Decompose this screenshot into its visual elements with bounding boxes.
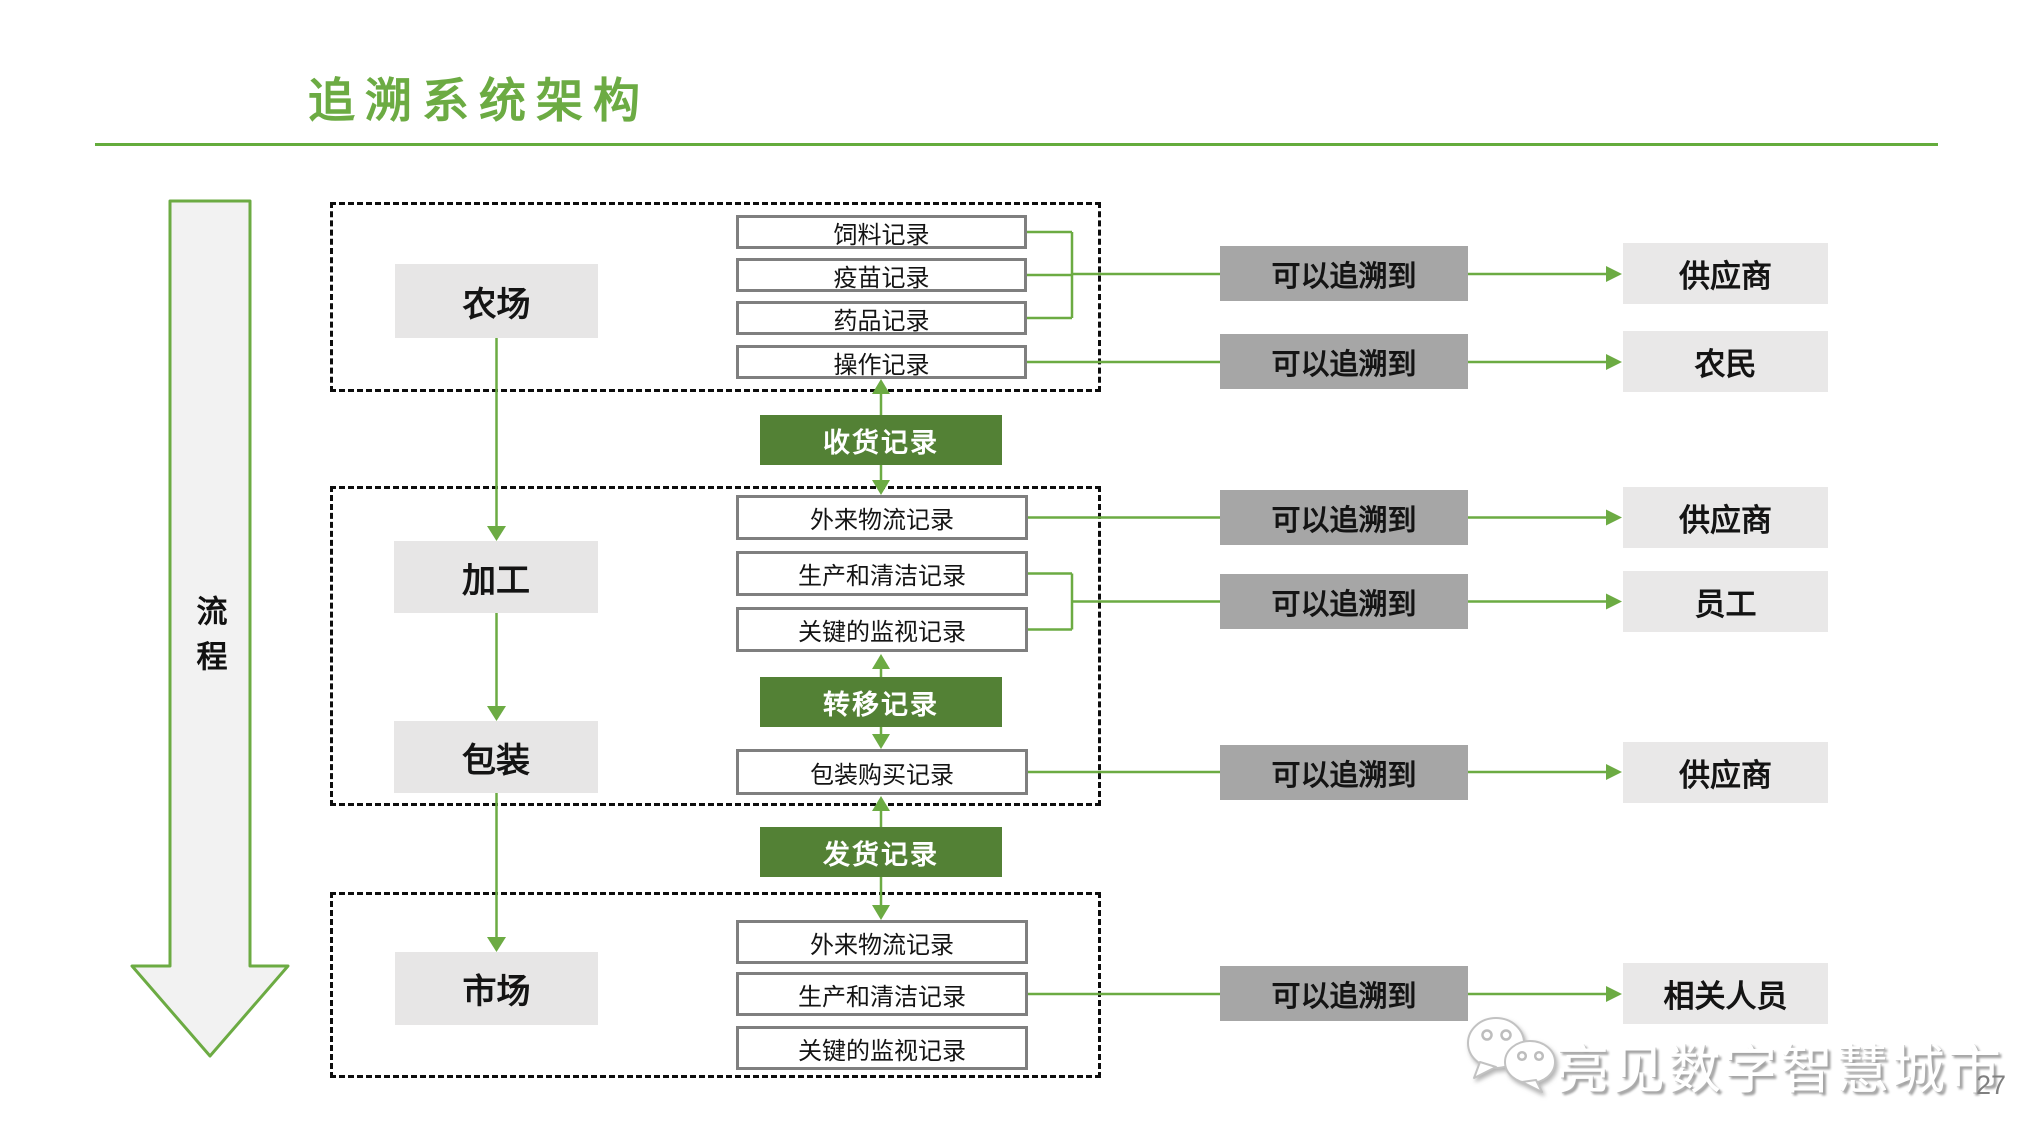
stage-farm: 农场	[395, 264, 598, 338]
stage-packaging: 包装	[394, 721, 598, 793]
processing-stage-container	[330, 486, 1101, 806]
link-receiving-record: 收货记录	[760, 415, 1002, 465]
wechat-logo-icon	[1467, 1017, 1556, 1093]
watermark-text: 亮见数字智慧城市	[1556, 1041, 2004, 1100]
record-inbound-logistics-2: 外来物流记录	[736, 920, 1028, 964]
record-operation: 操作记录	[736, 345, 1027, 379]
trace-box-4: 可以追溯到	[1220, 574, 1468, 629]
trace-box-6: 可以追溯到	[1220, 966, 1468, 1021]
target-related-personnel: 相关人员	[1623, 963, 1828, 1024]
trace-box-2: 可以追溯到	[1220, 334, 1468, 389]
stage-processing: 加工	[394, 541, 598, 613]
target-supplier-2: 供应商	[1623, 487, 1828, 548]
stage-market: 市场	[395, 952, 598, 1025]
trace-box-5: 可以追溯到	[1220, 745, 1468, 800]
process-flow-label: 流程	[191, 595, 227, 685]
record-packaging-purchase: 包装购买记录	[736, 749, 1028, 795]
target-farmer: 农民	[1623, 331, 1828, 392]
target-supplier-1: 供应商	[1623, 243, 1828, 304]
title-underline	[95, 143, 1938, 146]
market-stage-container	[330, 892, 1101, 1078]
record-key-monitoring-1: 关键的监视记录	[736, 607, 1028, 652]
link-shipping-record: 发货记录	[760, 827, 1002, 877]
target-supplier-3: 供应商	[1623, 742, 1828, 803]
page-title: 追溯系统架构	[308, 74, 650, 127]
link-transfer-record: 转移记录	[760, 677, 1002, 727]
trace-box-3: 可以追溯到	[1220, 490, 1468, 545]
farm-stage-container	[330, 202, 1101, 392]
page-number: 27	[1976, 1070, 2007, 1100]
trace-box-1: 可以追溯到	[1220, 246, 1468, 301]
record-key-monitoring-2: 关键的监视记录	[736, 1026, 1028, 1070]
target-employee: 员工	[1623, 571, 1828, 632]
record-feed: 饲料记录	[736, 215, 1027, 249]
record-drug: 药品记录	[736, 301, 1027, 335]
record-production-cleaning-1: 生产和清洁记录	[736, 551, 1028, 596]
record-production-cleaning-2: 生产和清洁记录	[736, 972, 1028, 1016]
record-inbound-logistics-1: 外来物流记录	[736, 495, 1028, 540]
record-vaccine: 疫苗记录	[736, 258, 1027, 292]
